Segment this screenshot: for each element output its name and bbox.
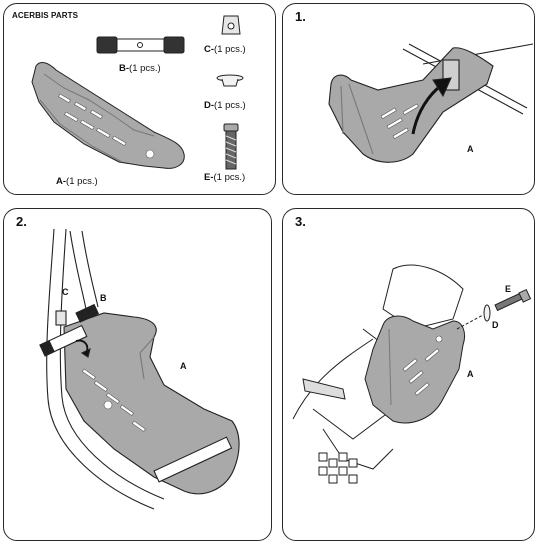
- part-c-clip-nut: [221, 15, 241, 35]
- step-3-callout-e: E: [505, 284, 512, 294]
- step-1-panel: 1. A: [282, 3, 535, 195]
- step-2-callout-a: A: [180, 361, 187, 371]
- part-d-washer: [216, 74, 244, 87]
- step-3-callout-a: A: [467, 369, 474, 379]
- part-b-label: B-(1 pcs.): [119, 63, 161, 74]
- step-2-illustration: [39, 228, 240, 510]
- parts-panel: ACERBIS PARTS: [3, 3, 276, 195]
- step-2-panel: 2.: [3, 208, 272, 541]
- part-e-label: E-(1 pcs.): [204, 172, 246, 183]
- step-1-title: 1.: [295, 9, 306, 24]
- step-1-callout-a: A: [467, 144, 474, 154]
- part-b-strap: [96, 36, 185, 54]
- step-3-panel: 3.: [282, 208, 535, 541]
- parts-illustration: [31, 15, 244, 170]
- part-e-bolt: [223, 123, 239, 170]
- part-a-skid-plate: [31, 62, 185, 169]
- step-1-illustration: [328, 43, 534, 163]
- part-a-label: A-(1 pcs.): [56, 176, 98, 187]
- step-3-title: 3.: [295, 214, 306, 229]
- step-3-callout-d: D: [492, 320, 499, 330]
- step-2-title: 2.: [16, 214, 27, 229]
- part-c-label: C-(1 pcs.): [204, 44, 246, 55]
- step-3-illustration: [292, 264, 532, 484]
- step-2-callout-b: B: [100, 293, 107, 303]
- parts-panel-title: ACERBIS PARTS: [12, 11, 79, 20]
- part-d-label: D-(1 pcs.): [204, 100, 246, 111]
- step-2-callout-c: C: [62, 287, 69, 297]
